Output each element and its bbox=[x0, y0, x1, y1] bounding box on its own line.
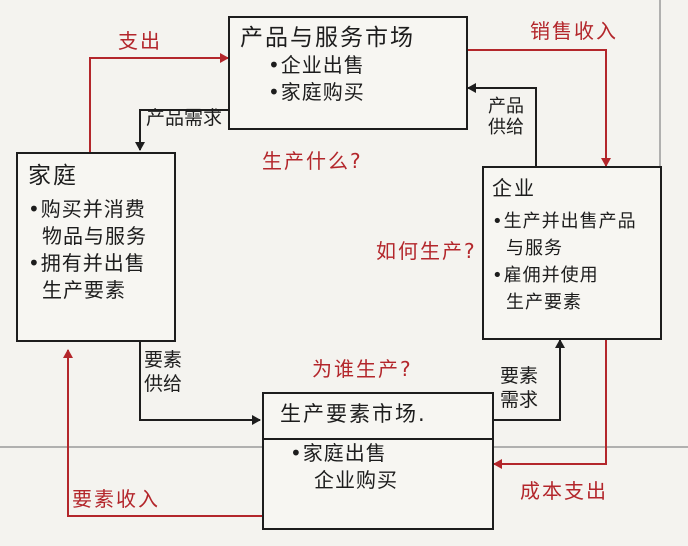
firms-item: •雇佣并使用 bbox=[492, 265, 599, 286]
households-title: 家庭 bbox=[28, 163, 78, 189]
sales-revenue-arrow bbox=[466, 49, 611, 167]
factor-demand-label: 要素 需求 bbox=[500, 365, 539, 411]
product-supply-arrow bbox=[467, 83, 537, 166]
how-to-produce-label: 如何生产? bbox=[376, 239, 477, 263]
product-demand-label: 产品需求 bbox=[146, 107, 223, 129]
factor-supply-label: 要素 供给 bbox=[144, 349, 183, 395]
product-market-box: 产品与服务市场 •企业出售 •家庭购买 bbox=[228, 16, 468, 130]
households-box: 家庭 •购买并消费 物品与服务 •拥有并出售 生产要素 bbox=[16, 152, 176, 342]
product-market-title: 产品与服务市场 bbox=[240, 25, 415, 51]
households-item: 物品与服务 bbox=[42, 224, 147, 248]
spending-label: 支出 bbox=[118, 29, 162, 53]
product-demand-arrow bbox=[135, 109, 228, 151]
what-to-produce-label: 生产什么? bbox=[262, 149, 363, 173]
sales-revenue-label: 销售收入 bbox=[530, 19, 618, 43]
firms-box: 企业 •生产并出售产品 与服务 •雇佣并使用 生产要素 bbox=[482, 166, 662, 340]
firms-item: •生产并出售产品 bbox=[492, 211, 637, 232]
product-market-item: •企业出售 bbox=[268, 53, 365, 77]
households-item: •拥有并出售 bbox=[28, 251, 146, 275]
factor-market-title: 生产要素市场. bbox=[280, 402, 427, 426]
firms-item: 生产要素 bbox=[506, 292, 582, 313]
spending-arrow bbox=[89, 53, 229, 152]
factor-demand-arrow bbox=[494, 339, 565, 421]
factor-market-item: •家庭出售 bbox=[290, 441, 387, 465]
factor-market-divider bbox=[264, 438, 492, 440]
product-supply-label: 产品供给 bbox=[488, 96, 524, 138]
households-item: •购买并消费 bbox=[28, 197, 146, 221]
factor-income-arrow bbox=[63, 349, 262, 517]
factor-market-box: 生产要素市场. •家庭出售 企业购买 bbox=[262, 392, 494, 530]
firms-title: 企业 bbox=[492, 176, 536, 200]
factor-market-item: 企业购买 bbox=[314, 468, 398, 492]
households-item: 生产要素 bbox=[42, 278, 126, 302]
product-market-item: •家庭购买 bbox=[268, 80, 365, 104]
cost-spending-label: 成本支出 bbox=[520, 479, 608, 503]
factor-supply-arrow bbox=[139, 342, 261, 425]
for-whom-label: 为谁生产? bbox=[312, 357, 413, 381]
cost-spending-arrow bbox=[493, 340, 607, 469]
firms-item: 与服务 bbox=[506, 238, 563, 259]
factor-income-label: 要素收入 bbox=[72, 487, 160, 511]
